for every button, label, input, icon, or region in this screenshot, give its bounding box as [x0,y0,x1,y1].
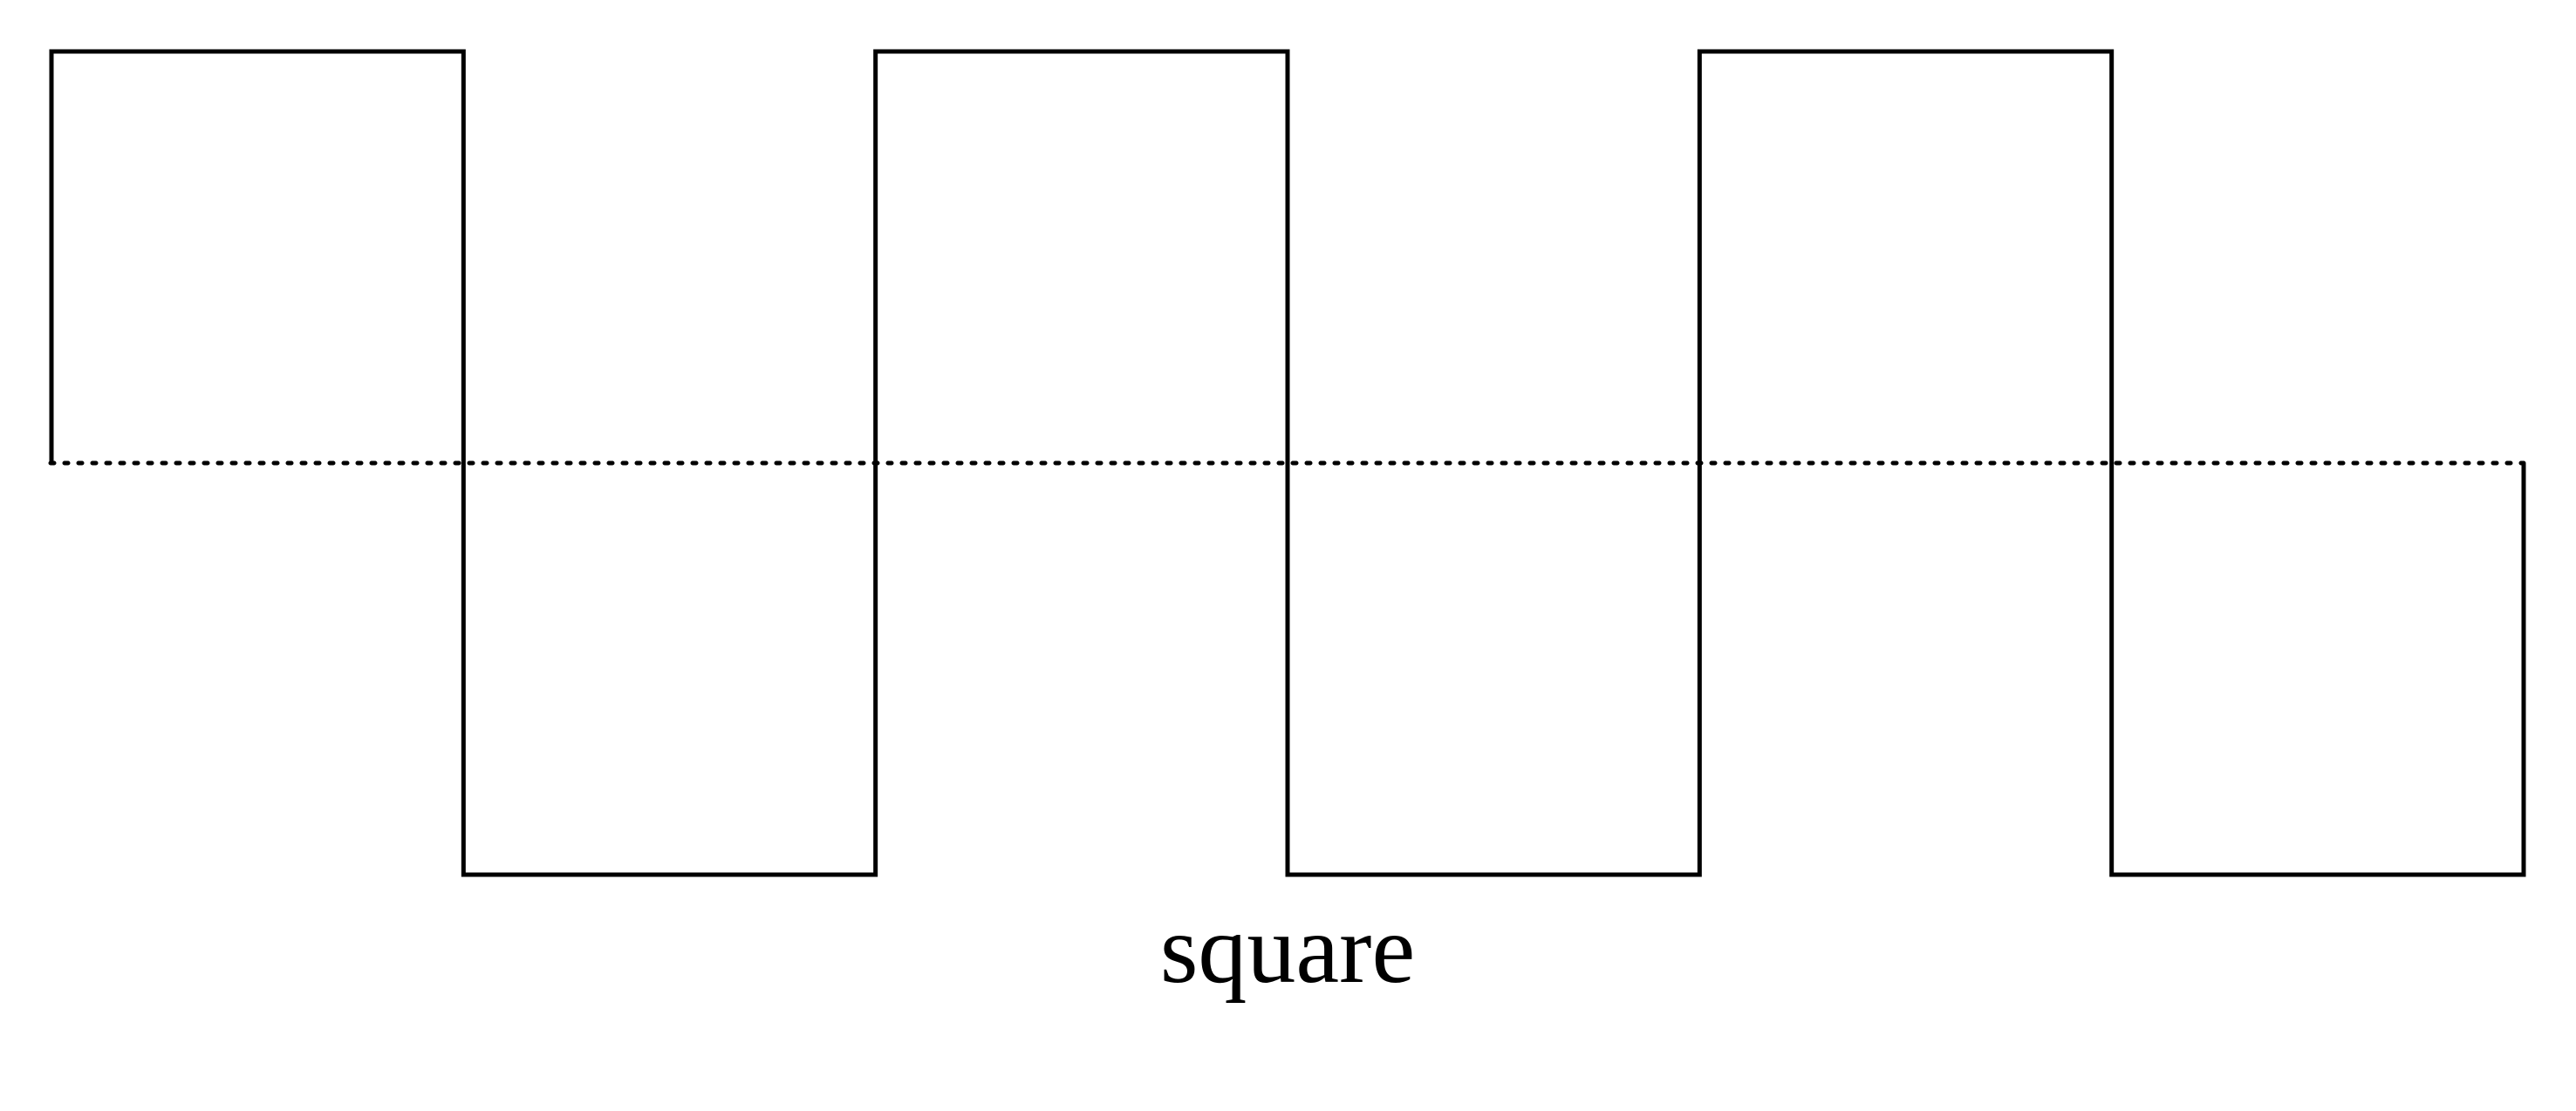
waveform-label: square [1160,896,1415,1004]
square-wave-path [49,49,2526,877]
